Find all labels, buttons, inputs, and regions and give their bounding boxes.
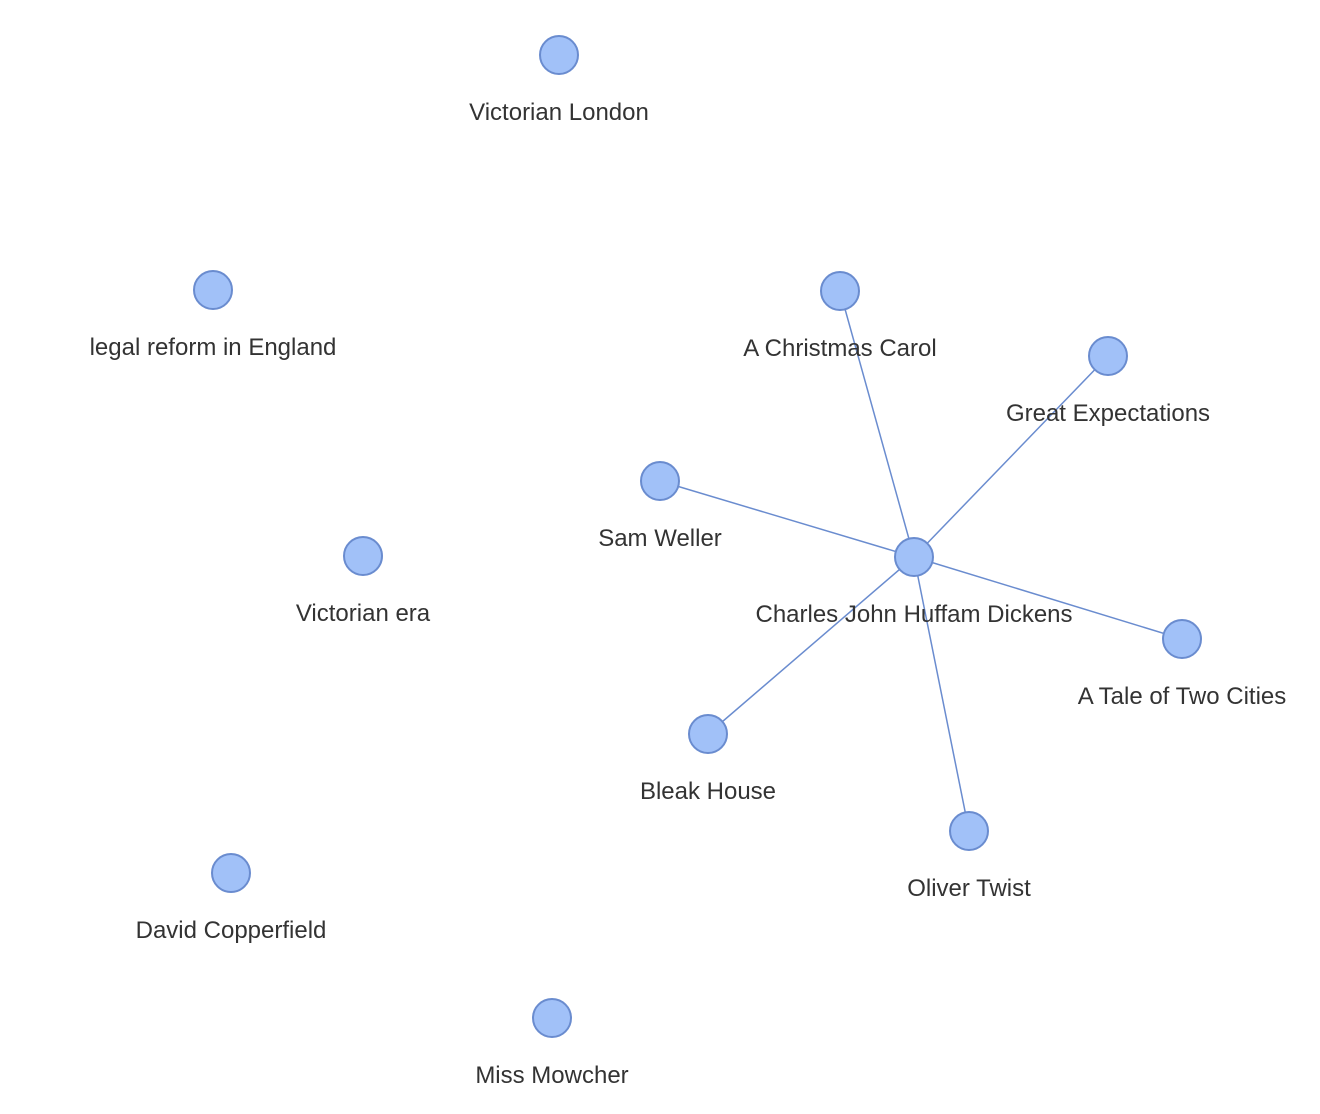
node-label: Victorian London bbox=[469, 99, 649, 126]
node-label: David Copperfield bbox=[136, 917, 327, 944]
edge-n5-n3 bbox=[913, 355, 1109, 558]
node-label: Oliver Twist bbox=[907, 875, 1031, 902]
node-circle[interactable] bbox=[820, 271, 860, 311]
node-circle[interactable] bbox=[949, 811, 989, 851]
node-victorian-london[interactable]: Victorian London bbox=[469, 35, 649, 126]
node-circle[interactable] bbox=[1088, 336, 1128, 376]
edge-n5-n9 bbox=[913, 556, 970, 832]
node-miss-mowcher[interactable]: Miss Mowcher bbox=[475, 998, 629, 1089]
node-label: Miss Mowcher bbox=[475, 1062, 628, 1089]
node-great-expectations[interactable]: Great Expectations bbox=[1006, 336, 1210, 427]
node-charles-john-huffam-dickens[interactable]: Charles John Huffam Dickens bbox=[755, 537, 1073, 628]
node-circle[interactable] bbox=[894, 537, 934, 577]
node-bleak-house[interactable]: Bleak House bbox=[640, 714, 776, 805]
node-circle[interactable] bbox=[193, 270, 233, 310]
node-label: Charles John Huffam Dickens bbox=[755, 601, 1072, 628]
node-label: Sam Weller bbox=[598, 525, 722, 552]
node-legal-reform-in-england[interactable]: legal reform in England bbox=[90, 270, 337, 361]
node-a-tale-of-two-cities[interactable]: A Tale of Two Cities bbox=[1078, 619, 1287, 710]
node-circle[interactable] bbox=[1162, 619, 1202, 659]
edge-n5-n2 bbox=[839, 290, 915, 558]
node-david-copperfield[interactable]: David Copperfield bbox=[136, 853, 327, 944]
node-circle[interactable] bbox=[539, 35, 579, 75]
edge-n5-n8 bbox=[707, 556, 915, 735]
node-label: A Christmas Carol bbox=[743, 335, 936, 362]
node-oliver-twist[interactable]: Oliver Twist bbox=[907, 811, 1031, 902]
edge-n5-n7 bbox=[913, 556, 1183, 640]
node-sam-weller[interactable]: Sam Weller bbox=[598, 461, 722, 552]
edges-layer bbox=[659, 290, 1183, 832]
edge-n5-n4 bbox=[659, 480, 915, 558]
node-circle[interactable] bbox=[211, 853, 251, 893]
node-victorian-era[interactable]: Victorian era bbox=[296, 536, 431, 627]
node-a-christmas-carol[interactable]: A Christmas Carol bbox=[743, 271, 937, 362]
node-label: legal reform in England bbox=[90, 334, 337, 361]
node-circle[interactable] bbox=[343, 536, 383, 576]
node-label: A Tale of Two Cities bbox=[1078, 683, 1287, 710]
node-circle[interactable] bbox=[688, 714, 728, 754]
node-circle[interactable] bbox=[640, 461, 680, 501]
node-label: Great Expectations bbox=[1006, 400, 1210, 427]
node-circle[interactable] bbox=[532, 998, 572, 1038]
node-label: Bleak House bbox=[640, 778, 776, 805]
node-label: Victorian era bbox=[296, 600, 431, 627]
